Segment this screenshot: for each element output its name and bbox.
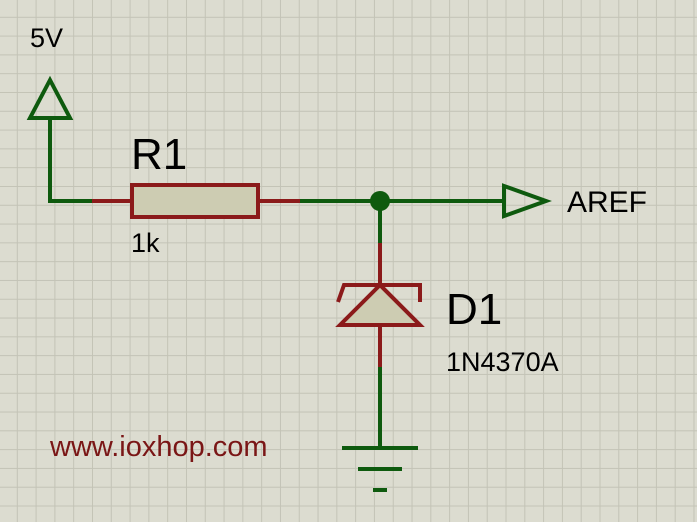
output-terminal-label: AREF [567, 186, 648, 219]
diode-part-number: 1N4370A [446, 347, 559, 377]
diode-designator: D1 [446, 285, 503, 334]
resistor-designator: R1 [131, 130, 188, 179]
power-terminal-label: 5V [30, 23, 64, 53]
wire-5v-to-r1[interactable] [48, 118, 92, 203]
watermark-url: www.ioxhop.com [50, 431, 268, 463]
resistor-value: 1k [131, 228, 160, 258]
zener-cathode-bar [336, 283, 422, 303]
aref-terminal-arrow[interactable] [502, 183, 552, 219]
zener-diode-body[interactable] [335, 282, 425, 327]
ground-symbol[interactable] [342, 446, 418, 492]
resistor-body[interactable] [130, 183, 260, 219]
power-terminal-arrow[interactable] [26, 75, 74, 120]
